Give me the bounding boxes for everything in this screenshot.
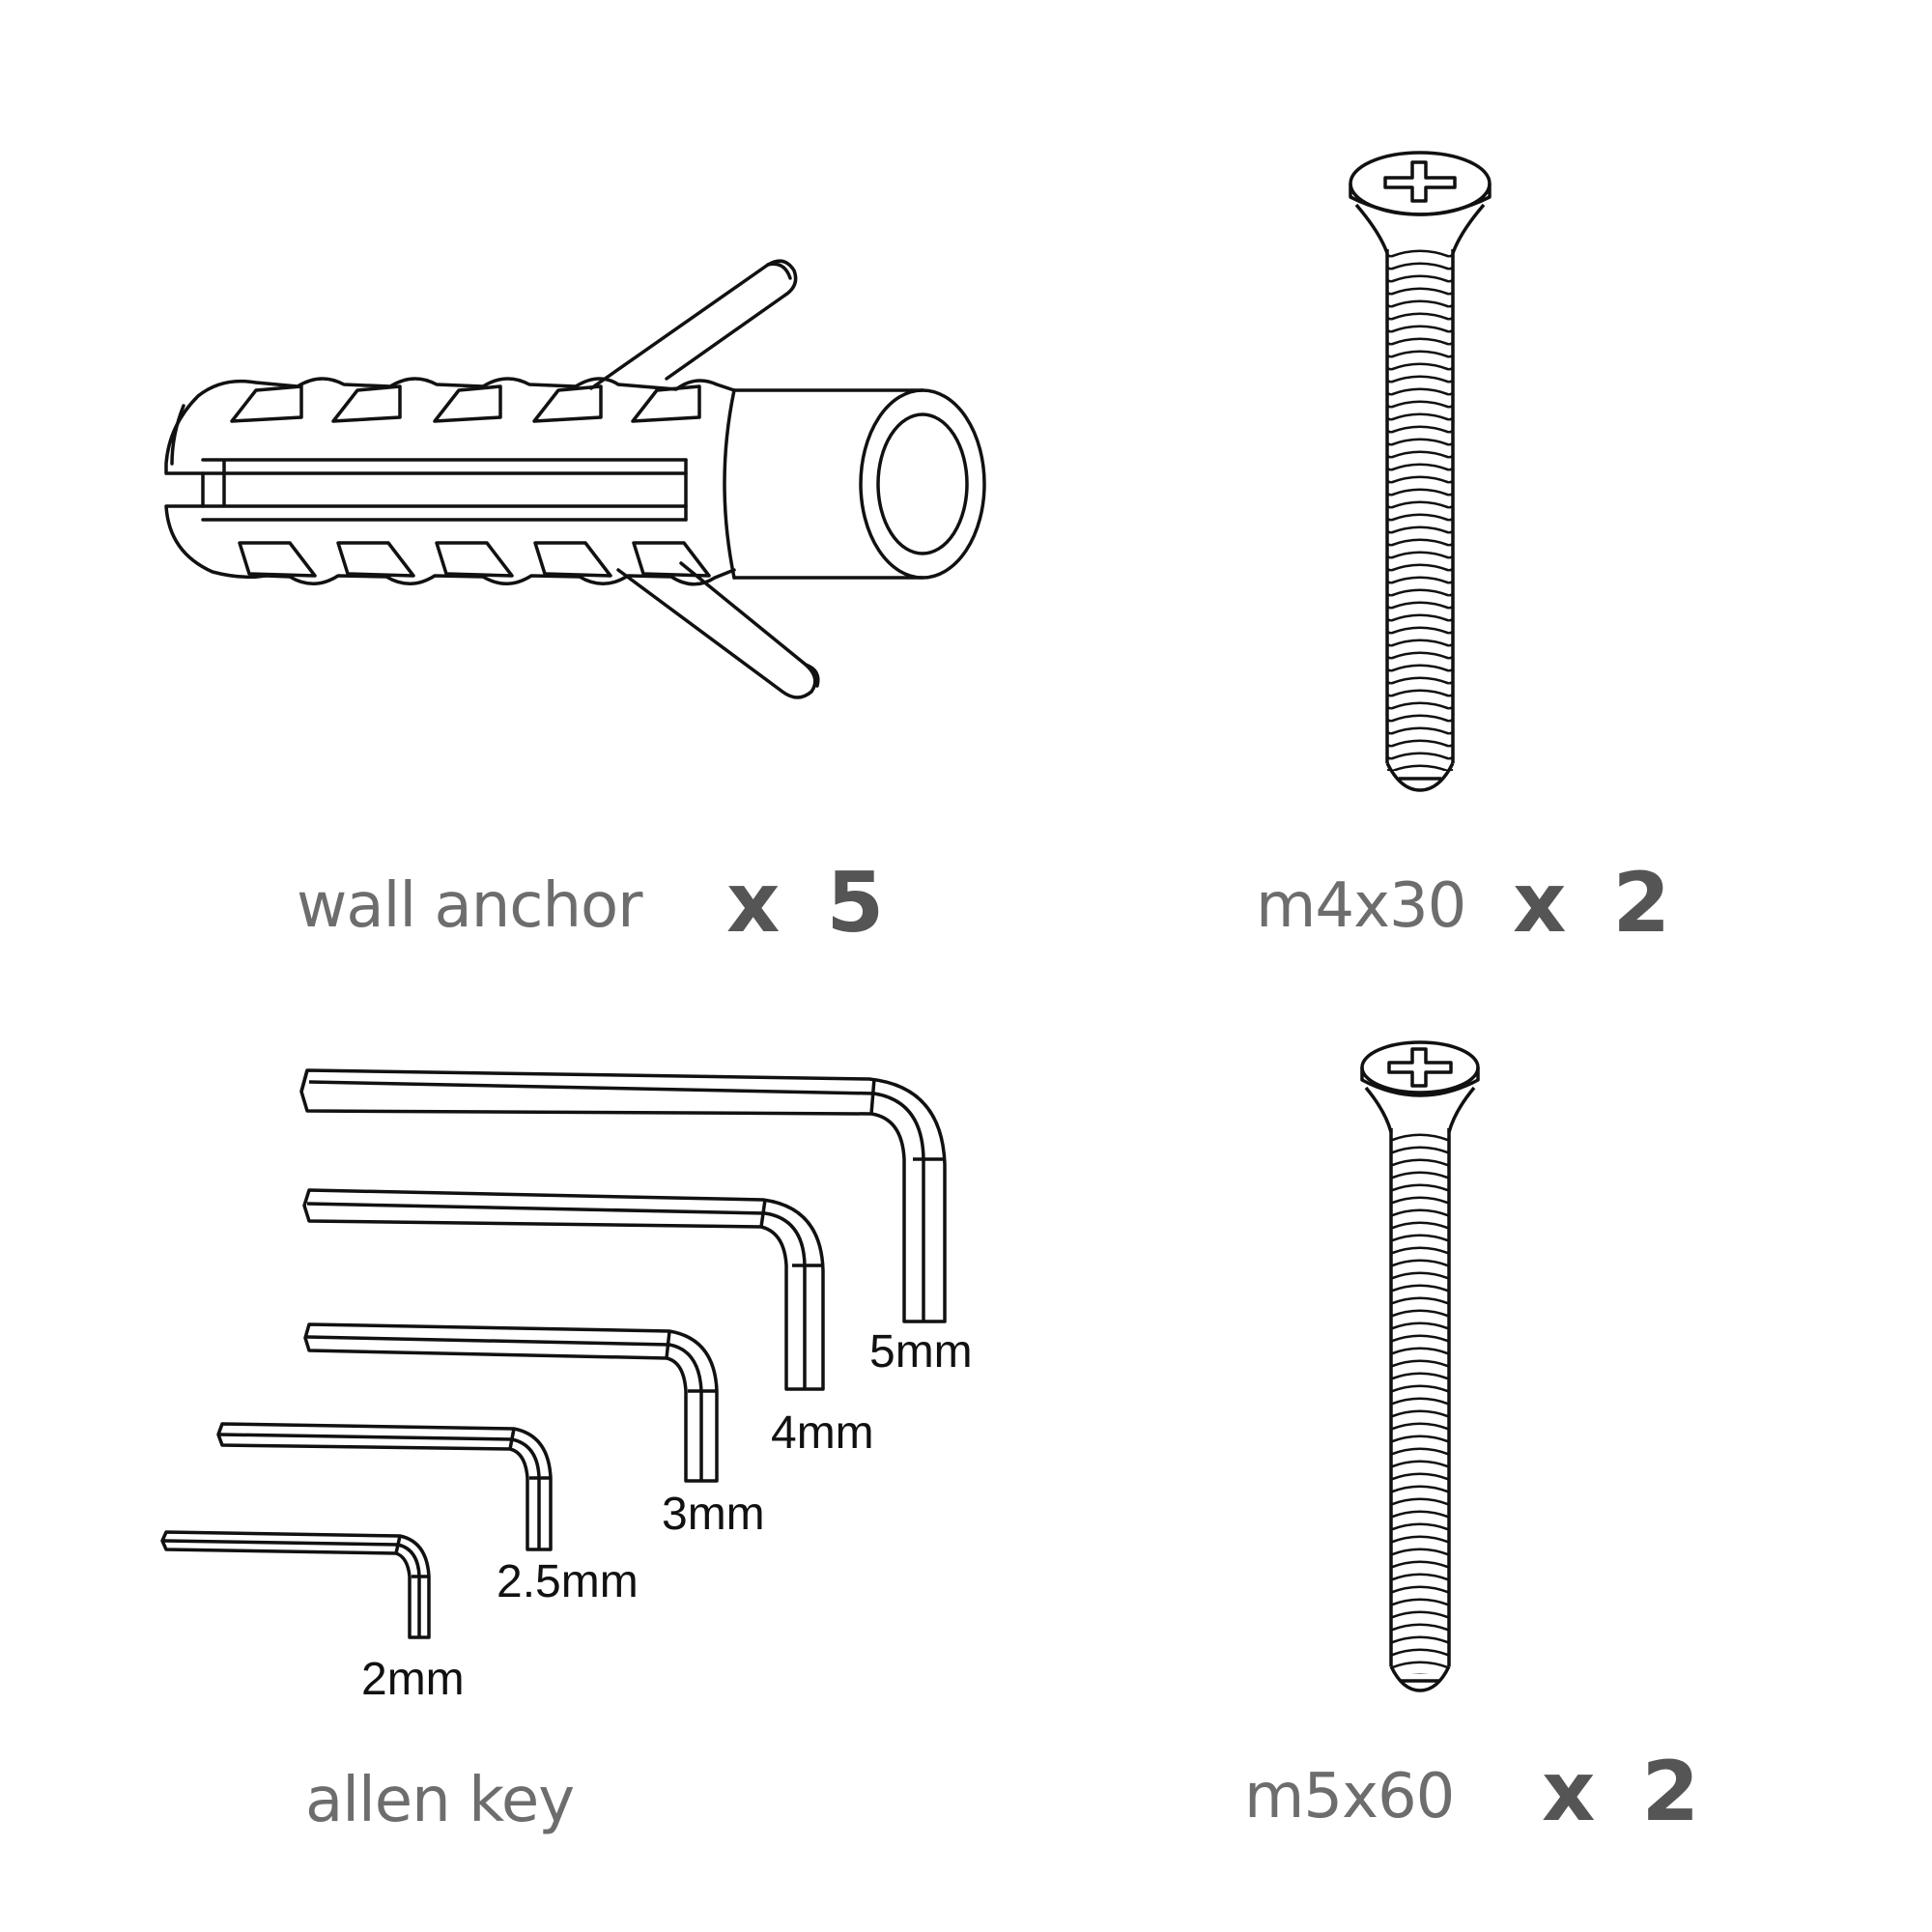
allen-key-drawing <box>160 1068 947 1639</box>
wall-anchor-label: wall anchor <box>297 870 642 942</box>
allen-key-size-2-5mm: 2.5mm <box>497 1556 639 1607</box>
allen-key-size-5mm: 5mm <box>869 1326 973 1378</box>
allen-key-size-2mm: 2mm <box>361 1654 465 1705</box>
allen-key-2-5mm <box>216 1422 553 1551</box>
allen-key-2mm <box>160 1530 431 1639</box>
screw-m4x30-quantity: x 2 <box>1513 855 1671 952</box>
screw-m4x30-drawing <box>1349 151 1492 792</box>
allen-key-3mm <box>303 1322 719 1483</box>
screw-m4x30-label: m4x30 <box>1256 870 1466 942</box>
screw-m5x60-quantity: x 2 <box>1542 1744 1700 1840</box>
allen-key-5mm <box>299 1068 947 1323</box>
allen-key-size-4mm: 4mm <box>771 1407 874 1459</box>
wall-anchor-quantity: x 5 <box>726 855 885 952</box>
screw-m5x60-drawing <box>1360 1040 1480 1692</box>
allen-key-size-3mm: 3mm <box>662 1489 765 1540</box>
screw-m5x60-label: m5x60 <box>1244 1761 1455 1833</box>
allen-key-4mm <box>302 1188 825 1391</box>
wall-anchor-drawing <box>164 259 986 699</box>
allen-key-label: allen key <box>305 1765 575 1836</box>
